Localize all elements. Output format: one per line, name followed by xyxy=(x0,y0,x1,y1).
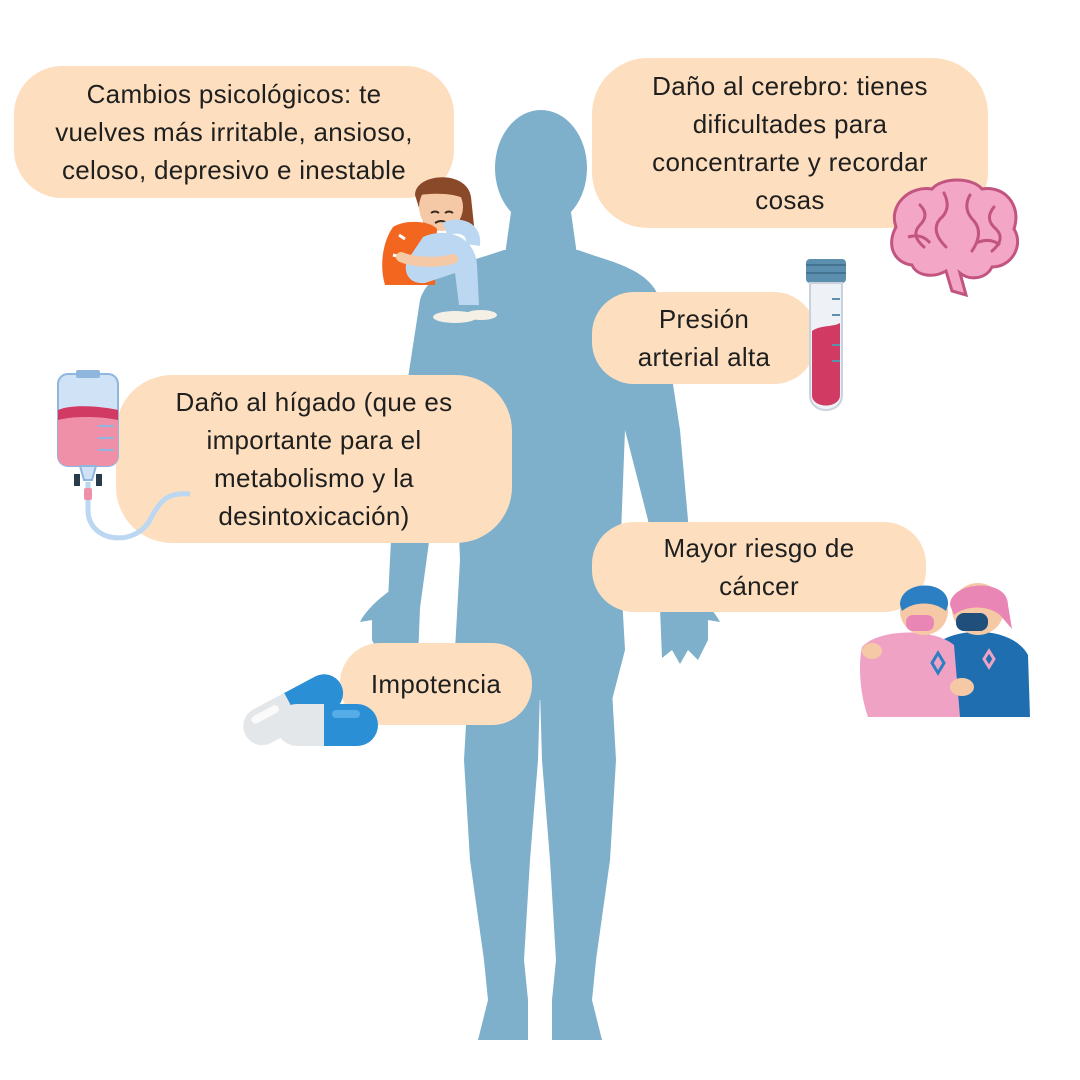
iv-drip-bag-icon xyxy=(57,370,191,541)
cancer-patients-icon xyxy=(860,583,1030,717)
blood-test-tube-icon xyxy=(806,259,846,411)
callout-high-blood-pressure: Presión arterial alta xyxy=(592,292,816,384)
callout-cancer-risk: Mayor riesgo de cáncer xyxy=(592,522,926,612)
capsule-pills-icon xyxy=(243,674,378,746)
callout-cancer-text: Mayor riesgo de cáncer xyxy=(663,533,855,601)
callout-psychological-text: Cambios psicológicos: te vuelves más irr… xyxy=(55,79,413,185)
brain-icon xyxy=(890,178,1020,298)
callout-brain-text: Daño al cerebro: tienes dificultades par… xyxy=(652,71,928,215)
sad-girl-icon xyxy=(382,177,497,323)
callout-liver-damage: Daño al hígado (que es importante para e… xyxy=(116,375,512,543)
callout-psychological-changes: Cambios psicológicos: te vuelves más irr… xyxy=(14,66,454,198)
callout-impotence-text: Impotencia xyxy=(370,669,502,699)
callout-blood-pressure-text: Presión arterial alta xyxy=(637,304,771,372)
callout-liver-text: Daño al hígado (que es importante para e… xyxy=(175,387,453,531)
